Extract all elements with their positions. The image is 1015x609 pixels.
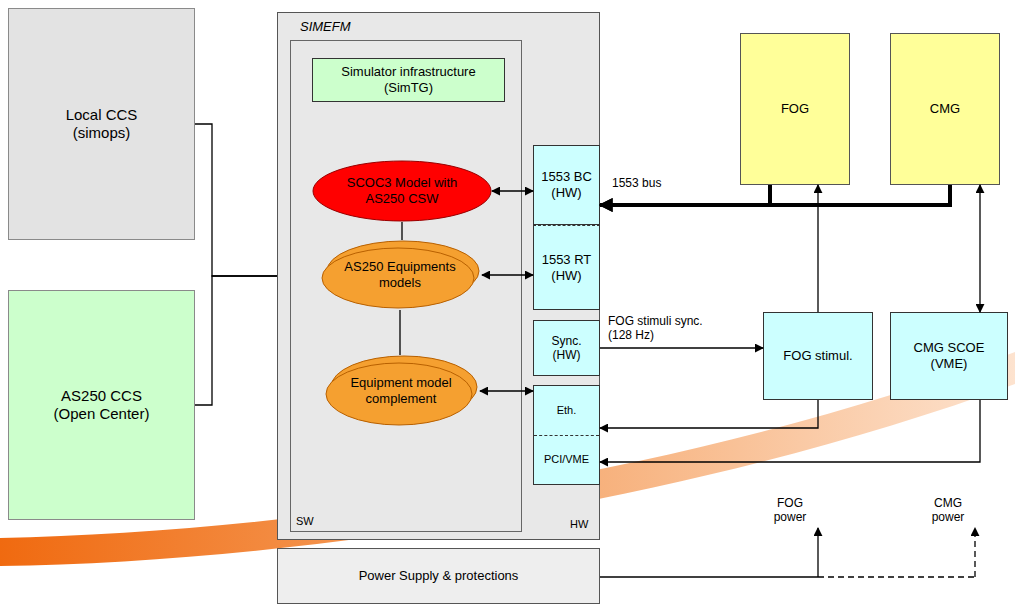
node-text: CMG SCOE (VME) xyxy=(907,340,991,371)
hardware-box: Sync. (HW) xyxy=(533,320,600,376)
node-text: Sync. (HW) xyxy=(536,334,597,363)
connector xyxy=(600,400,818,428)
ccs-box: AS250 CCS (Open Center) xyxy=(8,290,195,520)
node-content: Local CCS (simops) xyxy=(9,9,194,239)
node-text: AS250 Equipments models xyxy=(340,259,460,290)
connector xyxy=(600,185,770,205)
connector xyxy=(492,190,533,191)
connector xyxy=(401,222,402,240)
connector xyxy=(399,310,400,355)
node-content: Equipment model complement xyxy=(322,355,480,427)
connector xyxy=(600,400,980,462)
power-label: FOG power xyxy=(768,496,812,525)
connector xyxy=(480,390,533,391)
connector xyxy=(979,185,980,312)
node-content: AS250 Equipments models xyxy=(318,240,482,310)
hardware-box: 1553 RT (HW) xyxy=(533,225,600,310)
node-text: SW xyxy=(296,515,314,528)
fog-power-arrow xyxy=(817,528,818,577)
ellipse-shape xyxy=(313,161,491,221)
node-text: SIMEFM xyxy=(300,19,351,35)
cmg-power-arrow xyxy=(974,528,975,577)
node-content: CMG SCOE (VME) xyxy=(891,313,1007,399)
ellipse-shape xyxy=(326,363,472,425)
connector xyxy=(195,276,277,405)
hardware-label: HW xyxy=(570,518,596,531)
node-content: FOG stimul. xyxy=(764,313,872,399)
equipment-box: FOG xyxy=(740,33,850,185)
equipment-box: CMG xyxy=(890,33,1000,185)
node-text: 1553 RT (HW) xyxy=(536,252,597,283)
simulator-frame: SIMEFM SW Simulator infrastructure (SimTG)… xyxy=(277,12,600,540)
model-ellipse: SCOC3 Model with AS250 CSW xyxy=(312,160,492,222)
connector xyxy=(600,185,950,205)
hardware-box: 1553 BC (HW) xyxy=(533,145,600,225)
power-line-dashed xyxy=(818,576,975,577)
node-content: Power Supply & protections xyxy=(278,549,599,603)
node-text: PCI/VME xyxy=(536,435,597,484)
stimulus-box: FOG stimul. xyxy=(763,312,873,400)
node-content: AS250 CCS (Open Center) xyxy=(9,291,194,519)
node-text: SCOC3 Model with AS250 CSW xyxy=(340,175,464,206)
node-content: SCOC3 Model with AS250 CSW xyxy=(312,160,492,222)
node-text: Eth. xyxy=(536,386,597,435)
model-ellipse: AS250 Equipments models xyxy=(318,240,482,310)
connector xyxy=(600,347,763,348)
connector xyxy=(195,124,277,276)
node-text: CMG xyxy=(930,101,960,117)
node-content: 1553 RT (HW) xyxy=(534,226,599,309)
power-box: Power Supply & protections xyxy=(277,548,600,604)
node-text: FOG stimul. xyxy=(783,348,852,364)
node-content: Eth.PCI/VME xyxy=(534,386,599,484)
node-content: CMG xyxy=(891,34,999,184)
infrastructure-box: Simulator infrastructure (SimTG) xyxy=(312,58,505,102)
node-content: 1553 BC (HW) xyxy=(534,146,599,224)
ellipse-shape xyxy=(322,248,474,308)
edge-label: FOG stimuli sync. (128 Hz) xyxy=(608,314,726,343)
software-area: SW Simulator infrastructure (SimTG) SCOC3 … xyxy=(290,40,522,532)
node-text: Simulator infrastructure (SimTG) xyxy=(319,64,498,95)
node-text: AS250 CCS (Open Center) xyxy=(49,387,154,423)
node-text: Equipment model complement xyxy=(348,375,454,406)
model-ellipse: Equipment model complement xyxy=(322,355,480,427)
node-text: Power Supply & protections xyxy=(359,568,519,584)
node-text: 1553 BC (HW) xyxy=(536,169,597,200)
node-text: FOG xyxy=(781,101,809,117)
dashed-divider xyxy=(534,435,599,436)
power-label: CMG power xyxy=(926,496,970,525)
hardware-box: Eth.PCI/VME xyxy=(533,385,600,485)
connector xyxy=(817,185,818,312)
node-text: Local CCS (simops) xyxy=(49,106,154,142)
ccs-box: Local CCS (simops) xyxy=(8,8,195,240)
connector xyxy=(482,274,533,275)
power-line xyxy=(600,576,818,577)
node-content: Simulator infrastructure (SimTG) xyxy=(313,59,504,101)
node-content: FOG xyxy=(741,34,849,184)
bus-label: 1553 bus xyxy=(612,176,682,190)
node-content: Sync. (HW) xyxy=(534,321,599,375)
scoe-box: CMG SCOE (VME) xyxy=(890,312,1008,400)
